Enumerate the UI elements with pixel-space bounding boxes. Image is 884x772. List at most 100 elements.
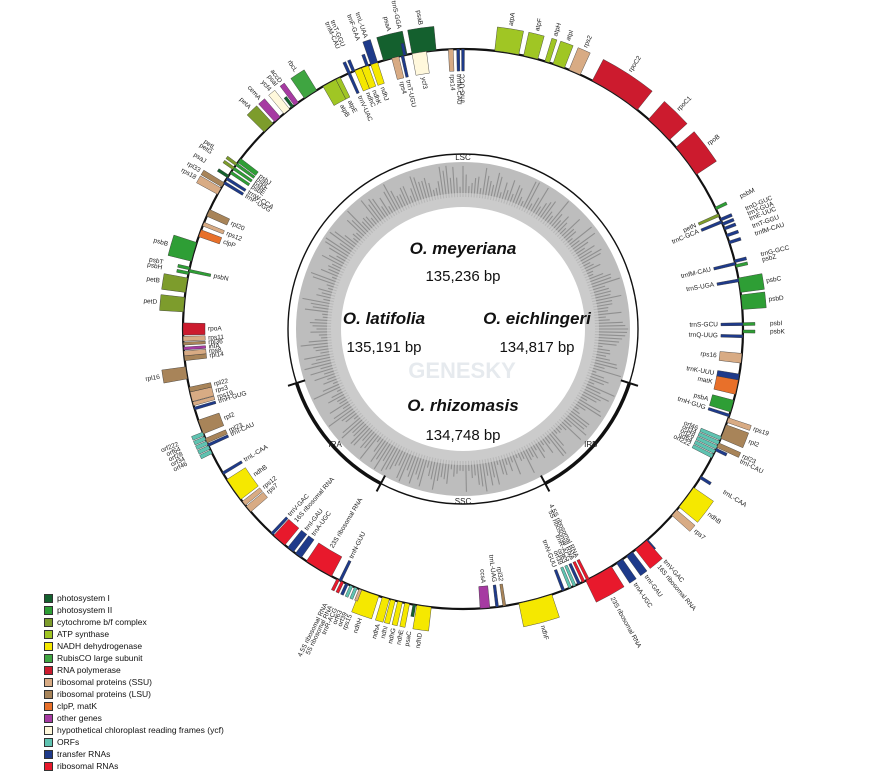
- gene-label-psbd: psbD: [768, 295, 784, 303]
- gene-label-atpi: atpI: [565, 29, 575, 42]
- gene-label-rpl20: rpl20: [229, 220, 245, 233]
- gene-label-psbn: psbN: [213, 273, 230, 283]
- gene-label-trnn-guu: trnN-GUU: [348, 531, 367, 560]
- gene-label-ndhb: ndhB: [252, 464, 268, 478]
- gene-psab: [408, 26, 437, 53]
- gc-spike: [595, 332, 627, 333]
- legend-swatch: [44, 606, 53, 615]
- gene-atpf: [524, 32, 545, 59]
- legend-item: ATP synthase: [44, 628, 224, 640]
- legend-label: photosystem I: [57, 593, 110, 603]
- legend-item: photosystem I: [44, 592, 224, 604]
- legend-label: transfer RNAs: [57, 749, 110, 759]
- genome-size-rhizomasis: 134,748 bp: [425, 427, 500, 444]
- gene-label-rpl2: rpl2: [747, 438, 760, 449]
- gene-rpl32: [500, 584, 506, 606]
- legend-swatch: [44, 678, 53, 687]
- gc-spike: [466, 461, 467, 492]
- gene-label-psbk: psbK: [770, 328, 786, 335]
- legend-label: cytochrome b/f complex: [57, 617, 147, 627]
- gene-label-ndhf: ndhF: [539, 625, 550, 641]
- gene-label-psac: psaC: [404, 630, 414, 646]
- gene-trnn-guu: [339, 560, 351, 581]
- gene-label-peta: petA: [238, 96, 253, 111]
- legend-item: RNA polymerase: [44, 664, 224, 676]
- gene-label-trns-gcu: trnS-GCU: [689, 321, 718, 329]
- legend-swatch: [44, 618, 53, 627]
- legend-swatch: [44, 630, 53, 639]
- genome-size-latifolia: 135,191 bp: [346, 339, 421, 356]
- gene-ndhf: [519, 595, 560, 627]
- gene-psbn: [189, 269, 211, 276]
- region-label-ira: IRA: [329, 440, 343, 449]
- gene-trng-ucc: [462, 49, 465, 71]
- gene-label-trnl-caa: trnL-CAA: [721, 489, 748, 509]
- gene-23s-ribosomal-rna: [586, 566, 624, 602]
- legend-swatch: [44, 750, 53, 759]
- region-label-irb: IRB: [584, 440, 597, 449]
- gene-label-23s-ribosomal-rna: 23S ribosomal RNA: [609, 596, 643, 650]
- gene-label-rps19: rps19: [752, 426, 770, 438]
- gene-psbm: [715, 202, 727, 210]
- gene-label-ycf3: ycf3: [419, 77, 428, 90]
- legend-label: clpP, matK: [57, 701, 97, 711]
- gene-rps14: [448, 49, 454, 71]
- legend-label: NADH dehydrogenase: [57, 641, 142, 651]
- legend-item: ribosomal proteins (LSU): [44, 688, 224, 700]
- gene-petd: [160, 295, 185, 312]
- legend-item: hypothetical chloroplast reading frames …: [44, 724, 224, 736]
- gene-trnq-uug: [721, 334, 743, 337]
- gene-label-psbi: psbI: [770, 320, 783, 327]
- gene-label-matk: matK: [697, 376, 714, 386]
- region-label-lsc: LSC: [455, 153, 471, 162]
- gene-ndhd: [413, 605, 431, 631]
- gene-label-trnl-caa: trnL-CAA: [243, 443, 270, 463]
- gene-label-psbc: psbC: [766, 275, 782, 284]
- legend-swatch: [44, 726, 53, 735]
- genome-size-eichlingeri: 134,817 bp: [499, 339, 574, 356]
- gene-label-trns-uga: trnS-UGA: [686, 281, 716, 293]
- gene-petb: [162, 274, 188, 293]
- gene-label-ndhh: ndhH: [352, 617, 364, 634]
- gene-label-rpoc1: rpoC1: [676, 95, 694, 113]
- genome-name-rhizomasis: O. rhizomasis: [407, 396, 518, 415]
- gene-rpl2: [198, 413, 224, 434]
- legend-swatch: [44, 738, 53, 747]
- gene-trnl-caa: [700, 476, 712, 485]
- gene-label-psaa: psaA: [382, 16, 393, 33]
- gene-label-ccsa: ccsA: [478, 569, 486, 584]
- gene-trnfm-cau: [457, 49, 460, 71]
- gene-label-rbcl: rbcL: [286, 59, 299, 74]
- gene-label-rpoc2: rpoC2: [627, 55, 643, 74]
- gene-rpl20: [207, 210, 230, 226]
- legend-label: other genes: [57, 713, 102, 723]
- gene-label-trnt-ugu: trnT-UGU: [404, 79, 417, 108]
- gc-content-ring: [296, 162, 630, 496]
- gene-psbz: [735, 262, 747, 268]
- region-label-ssc: SSC: [455, 497, 472, 506]
- gene-ccsa: [479, 586, 490, 609]
- gene-23s-ribosomal-rna: [306, 543, 341, 576]
- legend-label: photosystem II: [57, 605, 112, 615]
- gene-label-cema: cemA: [246, 84, 263, 102]
- gene-label-ndhd: ndhD: [415, 632, 424, 649]
- gc-spike: [595, 326, 625, 327]
- gene-label-rps11: rps11: [208, 334, 224, 342]
- gene-label-trnfm-cau: trnfM-CAU: [680, 266, 712, 280]
- watermark: GENESKY: [408, 358, 516, 383]
- legend-swatch: [44, 714, 53, 723]
- legend-label: ribosomal proteins (LSU): [57, 689, 151, 699]
- legend-label: RNA polymerase: [57, 665, 121, 675]
- genome-size-meyeriana: 135,236 bp: [425, 268, 500, 285]
- gene-psbd: [741, 292, 766, 310]
- gene-label-atpa: atpA: [508, 11, 517, 26]
- legend-label: ribosomal proteins (SSU): [57, 677, 152, 687]
- genome-name-eichlingeri: O. eichlingeri: [483, 309, 592, 328]
- legend-item: ribosomal proteins (SSU): [44, 676, 224, 688]
- gene-label-psbb: psbB: [153, 237, 169, 248]
- gene-trnt-ggu: [726, 230, 738, 237]
- gene-rpl36: [183, 341, 205, 345]
- legend-swatch: [44, 594, 53, 603]
- gene-psaj: [217, 169, 229, 178]
- gene-ycf3: [412, 51, 429, 75]
